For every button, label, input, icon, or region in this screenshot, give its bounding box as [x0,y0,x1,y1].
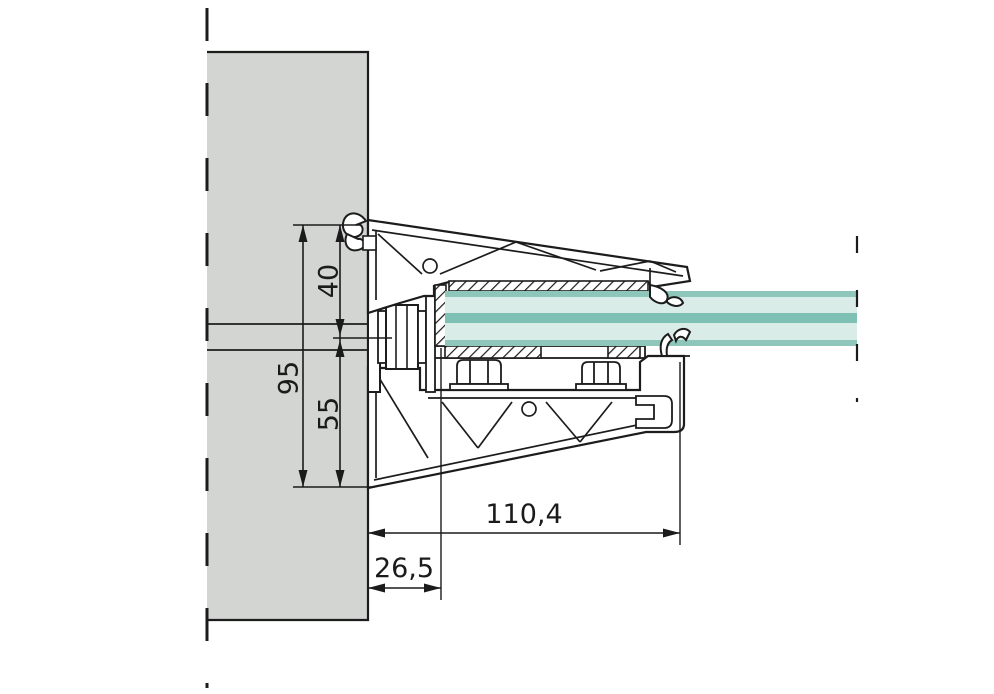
dim-label-26: 26,5 [374,553,434,584]
clamp-bolt-2 [575,361,627,391]
glass-interlayer [445,313,857,323]
dim-label-40: 40 [314,264,345,298]
dim-label-55: 55 [314,397,345,431]
dimension-95: 95 [274,225,308,487]
top-seal-strip [448,280,649,292]
dim-label-95: 95 [274,361,305,395]
wall-section [205,8,378,688]
wall-anchor-assembly [367,295,436,393]
bottom-profile-webs [373,372,643,481]
bolt-1-hex-head [456,359,502,385]
dimension-26: 26,5 [368,553,441,593]
top-profile-screw-port [422,258,438,274]
clamp-gasket-right [607,345,641,359]
glass-lower-pane [445,323,857,340]
clamp-vertical-plate [425,295,436,393]
bolt-2-hex-head [581,361,621,385]
top-edge-gasket [649,283,685,307]
anchor-hex-nut [385,304,419,370]
clamp-bolt-1 [449,359,509,391]
bolt-2-washer [575,383,627,391]
top-profile [366,218,692,315]
dimension-40-55: 40 55 [314,225,345,487]
bottom-profile-screw-port [521,401,537,417]
bolt-1-washer [449,383,509,391]
glass-clamp-assembly [433,345,646,391]
glass-upper-pane [445,297,857,313]
wall-fill [207,52,368,620]
gasket-clip [362,235,377,251]
bottom-edge-gasket [656,327,692,357]
dimensions: 95 40 55 110,4 26,5 [274,224,681,600]
bottom-profile-end-channel [635,395,673,429]
glass-bottom-edge [445,340,857,346]
anchor-washer-left [377,310,387,364]
bottom-profile-outline [366,354,686,490]
dimension-110: 110,4 [368,499,680,538]
anchor-washer-right [417,310,427,364]
bottom-profile [366,354,686,490]
top-profile-outline [366,218,692,315]
glass-edge-gasket [434,284,447,347]
dim-label-110: 110,4 [485,499,562,530]
clamp-gasket-left [444,345,542,359]
